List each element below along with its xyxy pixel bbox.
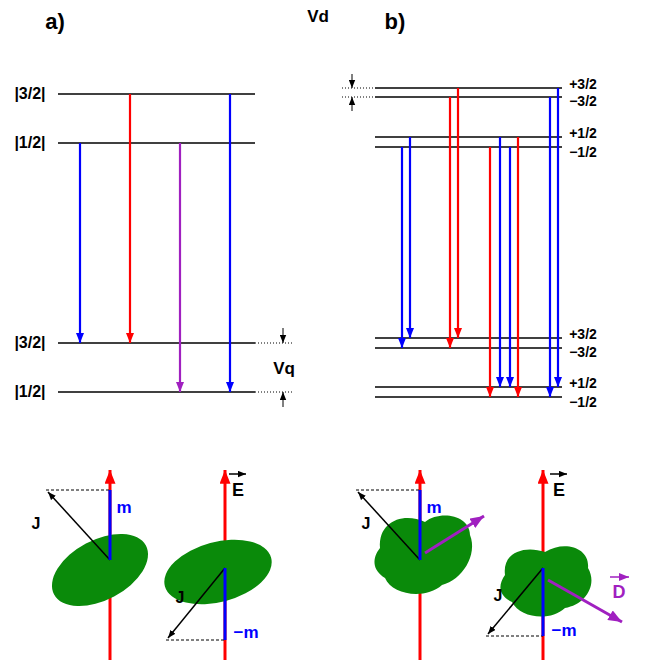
splitting-bracket <box>342 74 375 111</box>
vector-label: J <box>32 516 41 532</box>
dipole-label: D <box>613 583 626 601</box>
sublevel-label: −1/2 <box>569 145 597 159</box>
vector-label: J <box>494 588 503 604</box>
vector-label: J <box>362 516 371 532</box>
sublevel-label: −1/2 <box>569 395 597 409</box>
sublevel-label: +1/2 <box>569 376 597 390</box>
panel-letter: b) <box>385 11 406 33</box>
sublevel-label: +3/2 <box>569 77 597 91</box>
molecule-shapes <box>40 516 591 621</box>
level-label: |1/2| <box>14 384 45 400</box>
projection-label: −m <box>551 622 576 639</box>
level-label: |1/2| <box>14 135 45 151</box>
panel-letter: a) <box>45 11 65 33</box>
projection-label: −m <box>233 624 258 641</box>
field-arrows <box>110 470 543 660</box>
vector-overbars <box>229 474 629 577</box>
field-label: E <box>553 481 565 499</box>
projection-label: m <box>116 499 131 516</box>
dipole-arrows <box>425 516 622 622</box>
field-label: E <box>232 481 244 499</box>
level-label: |3/2| <box>14 335 45 351</box>
projection-m <box>110 490 543 640</box>
sublevel-label: +1/2 <box>569 126 597 140</box>
projection-label: m <box>426 499 441 516</box>
splitting-label: Vd <box>307 8 329 25</box>
energy-levels <box>58 94 255 392</box>
sublevel-label: −3/2 <box>569 345 597 359</box>
transition-arrows <box>402 88 558 397</box>
sublevel-label: +3/2 <box>569 327 597 341</box>
angular-momentum <box>46 490 543 640</box>
level-label: |3/2| <box>14 86 45 102</box>
sublevel-label: −3/2 <box>569 94 597 108</box>
transition-arrows <box>80 94 230 392</box>
splitting-label: Vq <box>273 360 295 377</box>
vector-label: J <box>176 590 185 606</box>
energy-levels <box>375 88 562 397</box>
